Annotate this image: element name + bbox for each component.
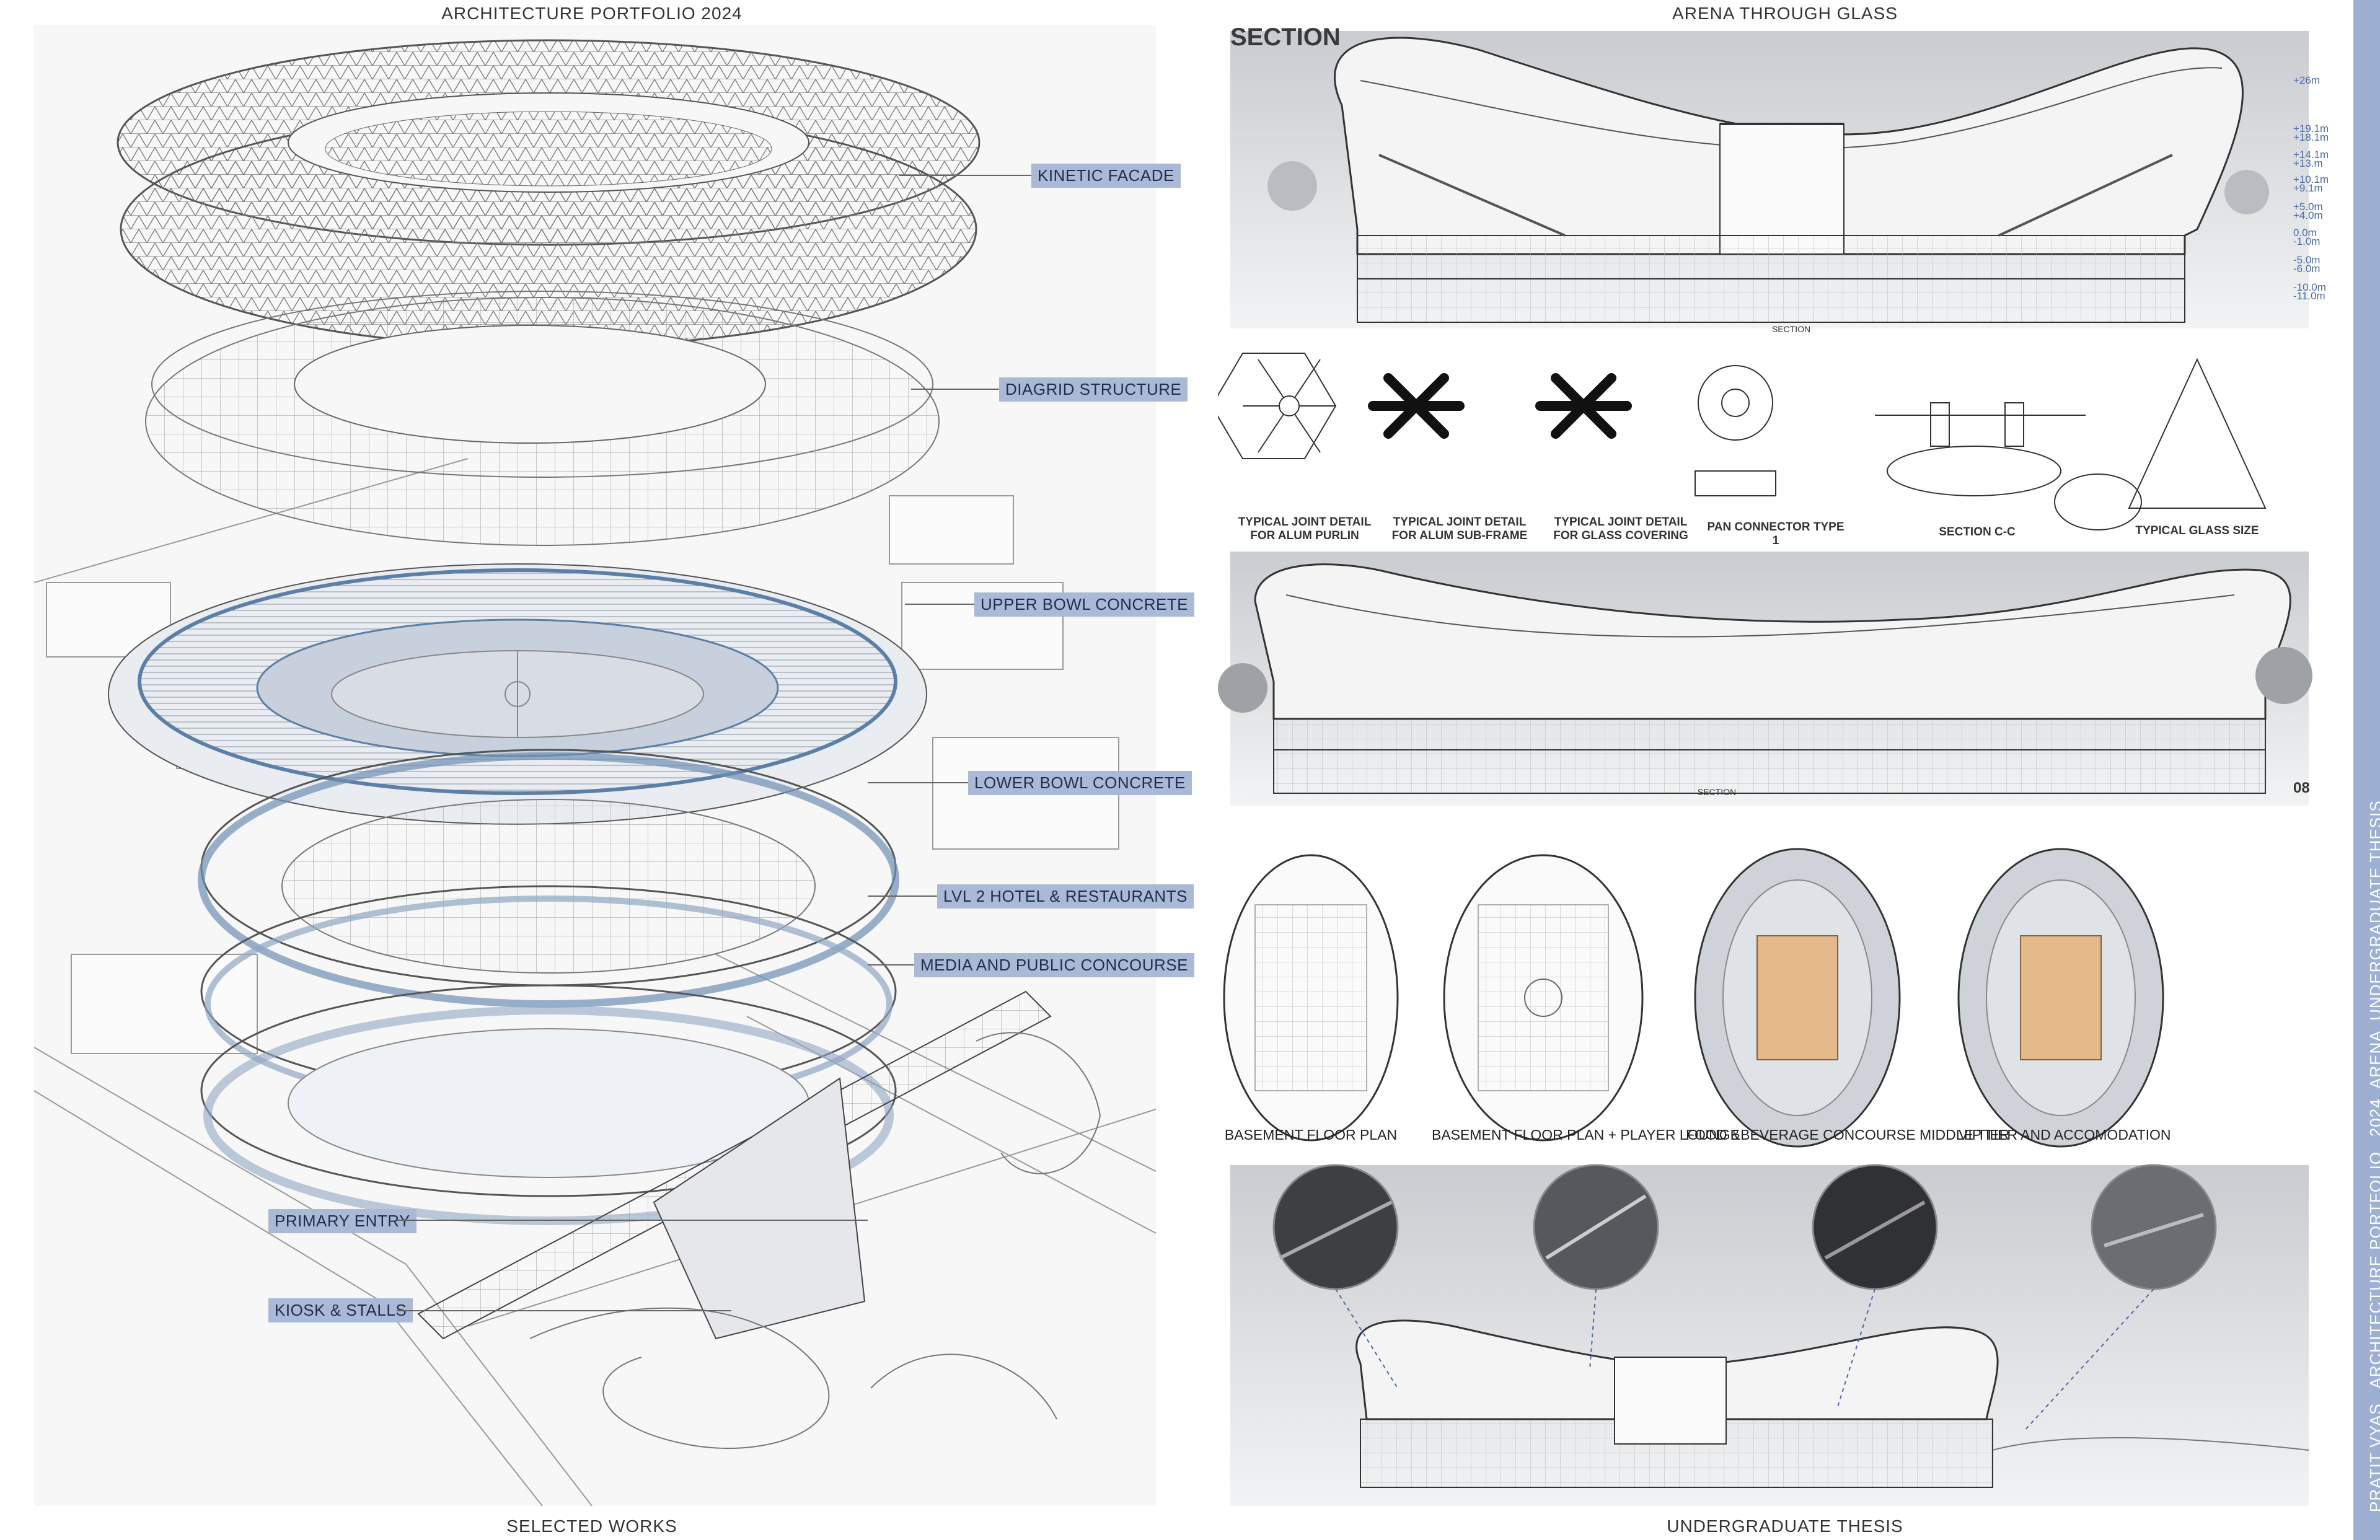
typical-glass [2128, 358, 2267, 509]
selected-works-footer: SELECTED WORKS [506, 1516, 677, 1536]
kinetic-facade-shell [117, 39, 981, 348]
callout-media-concourse: MEDIA AND PUBLIC CONCOURSE [914, 953, 1194, 977]
joint-detail-subframe [1368, 373, 1465, 439]
pan-connector [1695, 365, 1776, 496]
exploded-axonometric-panel [34, 25, 1156, 1506]
section-label-bottom: SECTION [1697, 787, 1737, 797]
caption-pan-connector: PAN CONNECTOR TYPE 1 [1707, 521, 1844, 547]
level-5: +5.0m [2293, 201, 2323, 213]
level-18-1: +18.1m [2293, 131, 2329, 143]
leader-upper-bowl [905, 604, 974, 605]
leader-concourse [868, 964, 914, 966]
upper-bowl [108, 563, 927, 825]
portfolio-header: ARCHITECTURE PORTFOLIO 2024 [441, 4, 743, 23]
caption-joint-glass: TYPICAL JOINT DETAIL FOR GLASS COVERING [1553, 516, 1688, 542]
callout-kiosk-stalls: KIOSK & STALLS [268, 1298, 413, 1322]
diagrid-structure [145, 291, 940, 546]
perspective-row [1230, 1164, 2309, 1506]
section-drawing-bottom [1218, 552, 2312, 806]
concourse-ring [200, 984, 897, 1225]
callout-diagrid-structure: DIAGRID STRUCTURE [999, 377, 1188, 402]
level-minus-10: -10.0m [2293, 281, 2326, 293]
joint-detail-glass [1535, 373, 1632, 439]
plan-concourse [1694, 848, 1901, 1148]
page-number: 08 [2293, 780, 2310, 796]
callout-upper-bowl-concrete: UPPER BOWL CONCRETE [974, 592, 1195, 617]
section-title: SECTION [1230, 24, 1341, 51]
entry-canopy [417, 990, 1052, 1340]
caption-vip-tier: VIP TIER AND ACCOMODATION [1959, 1127, 2171, 1143]
callout-hotel-restaurants: LVL 2 HOTEL & RESTAURANTS [937, 884, 1194, 909]
section-cc [1875, 402, 2142, 530]
leader-kinetic-facade [899, 175, 1031, 176]
level-0: 0.0m [2293, 227, 2317, 239]
level-minus-6: -6.0m [2293, 263, 2320, 275]
leader-primary-entry [397, 1220, 868, 1221]
caption-section-cc: SECTION C-C [1939, 526, 2016, 539]
callout-kinetic-facade: KINETIC FACADE [1031, 164, 1181, 188]
leader-lower-bowl [868, 782, 968, 783]
level-19-1: +19.1m [2293, 123, 2329, 134]
level-minus-11: -11.0m [2293, 290, 2325, 302]
level-26: +26m [2293, 74, 2320, 86]
details-row [1218, 353, 2267, 530]
leader-diagrid [911, 389, 999, 390]
plans-row [1223, 848, 2164, 1148]
thesis-footer: UNDERGRADUATE THESIS [1667, 1516, 1903, 1536]
level-10-1: +10.1m [2293, 174, 2329, 185]
caption-concourse-tier: FOOD &BEVERAGE CONCOURSE MIDDLE TIER [1686, 1127, 2010, 1143]
caption-joint-purlin: TYPICAL JOINT DETAIL FOR ALUM PURLIN [1238, 516, 1372, 542]
plan-player-lounge [1443, 854, 1644, 1142]
section-drawing-top [1230, 31, 2309, 328]
plan-vip [1957, 848, 2164, 1148]
section-label-top: SECTION [1771, 324, 1811, 334]
plan-basement [1223, 854, 1399, 1142]
callout-primary-entry: PRIMARY ENTRY [268, 1209, 416, 1233]
caption-glass-size: TYPICAL GLASS SIZE [2135, 524, 2259, 537]
level-minus-1: -1.0m [2293, 235, 2320, 247]
landscape-curves [529, 1032, 1101, 1449]
level-13: +13.m [2293, 157, 2323, 169]
caption-basement-plan: BASEMENT FLOOR PLAN [1224, 1127, 1398, 1143]
side-band-text: PRATIT VYAS _ARCHITECTURE PORTFOLIO_ 202… [2366, 800, 2380, 1512]
callout-lower-bowl-concrete: LOWER BOWL CONCRETE [968, 771, 1192, 795]
joint-detail-purlin [1218, 353, 1337, 459]
side-band [2353, 0, 2380, 1540]
arena-sheet [1218, 25, 2321, 1512]
axonometric-drawing [34, 39, 1156, 1506]
level-14-1: +14.1m [2293, 149, 2329, 161]
sheet-drawings [1218, 31, 2312, 1506]
level-9-1: +9.1m [2293, 182, 2323, 194]
caption-basement-lounge: BASEMENT FLOOR PLAN + PLAYER LOUNGE [1432, 1127, 1740, 1143]
level-4: +4.0m [2293, 209, 2323, 221]
caption-joint-subframe: TYPICAL JOINT DETAIL FOR ALUM SUB-FRAME [1391, 516, 1528, 542]
arena-header: ARENA THROUGH GLASS [1672, 4, 1898, 23]
leader-kiosk [397, 1310, 731, 1311]
leader-hotel [868, 895, 937, 897]
level-minus-5: -5.0m [2293, 254, 2320, 266]
